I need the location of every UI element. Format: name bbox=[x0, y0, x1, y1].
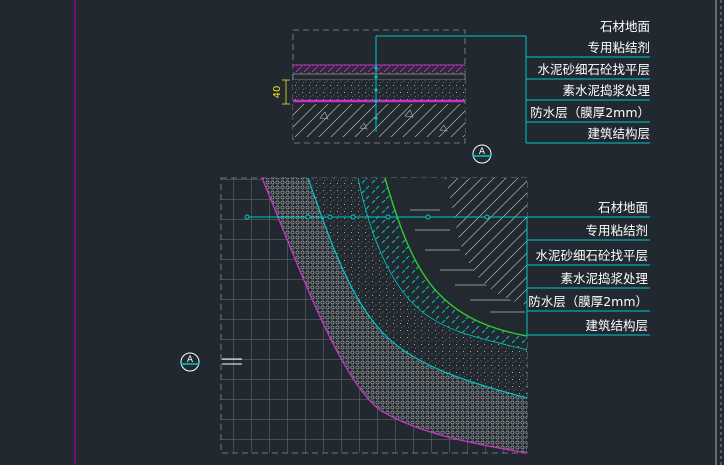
label-stone-floor-b: 石材地面 bbox=[598, 200, 648, 215]
label-structure-b: 建筑结构层 bbox=[585, 318, 648, 333]
leader-row-lines bbox=[526, 56, 650, 144]
grid-region bbox=[221, 178, 527, 453]
layer-adhesive bbox=[292, 73, 466, 81]
label-screed-b: 水泥砂细石砼找平层 bbox=[535, 248, 648, 263]
label-screed: 水泥砂细石砼找平层 bbox=[537, 62, 650, 77]
layer-structure bbox=[293, 104, 465, 137]
structure-triangles bbox=[319, 109, 448, 132]
green-boundary bbox=[384, 177, 528, 337]
section-symbol-bottom: A bbox=[180, 352, 242, 372]
layer-structure-diag bbox=[445, 178, 527, 305]
layer-dotted bbox=[308, 178, 527, 398]
leader-points bbox=[244, 214, 490, 220]
cyan-boundary bbox=[307, 177, 528, 399]
leader-row-lines-bottom bbox=[527, 239, 650, 336]
detail-bottom: 石材地面 专用粘结剂 水泥砂细石砼找平层 素水泥捣浆处理 防水层（膜厚2mm） … bbox=[180, 177, 650, 454]
leader-ticks bbox=[374, 66, 378, 120]
detail-top: 40 石材地面 专用粘结剂 水泥砂细石砼找平层 素水泥捣浆处理 防水层（膜厚2m… bbox=[272, 19, 650, 164]
label-slurry-b: 素水泥捣浆处理 bbox=[560, 271, 648, 286]
label-waterproof-b: 防水层（膜厚2mm） bbox=[528, 294, 648, 309]
magenta-boundary bbox=[261, 177, 528, 454]
label-slurry: 素水泥捣浆处理 bbox=[562, 83, 650, 98]
label-adhesive-b: 专用粘结剂 bbox=[585, 223, 648, 238]
label-waterproof: 防水层（膜厚2mm） bbox=[530, 105, 650, 120]
label-structure: 建筑结构层 bbox=[587, 126, 650, 141]
label-adhesive: 专用粘结剂 bbox=[587, 40, 650, 55]
dimension-label: 40 bbox=[272, 86, 283, 99]
layer-screed bbox=[293, 80, 465, 100]
layer-stone bbox=[293, 65, 465, 74]
layer-honeycomb bbox=[262, 178, 527, 453]
section-symbol-top: A bbox=[472, 144, 492, 164]
section-mark-top: A bbox=[479, 147, 486, 157]
section-mark-bottom: A bbox=[187, 355, 194, 365]
label-stone-floor: 石材地面 bbox=[600, 19, 650, 34]
cyan-boundary-inner bbox=[357, 177, 528, 351]
